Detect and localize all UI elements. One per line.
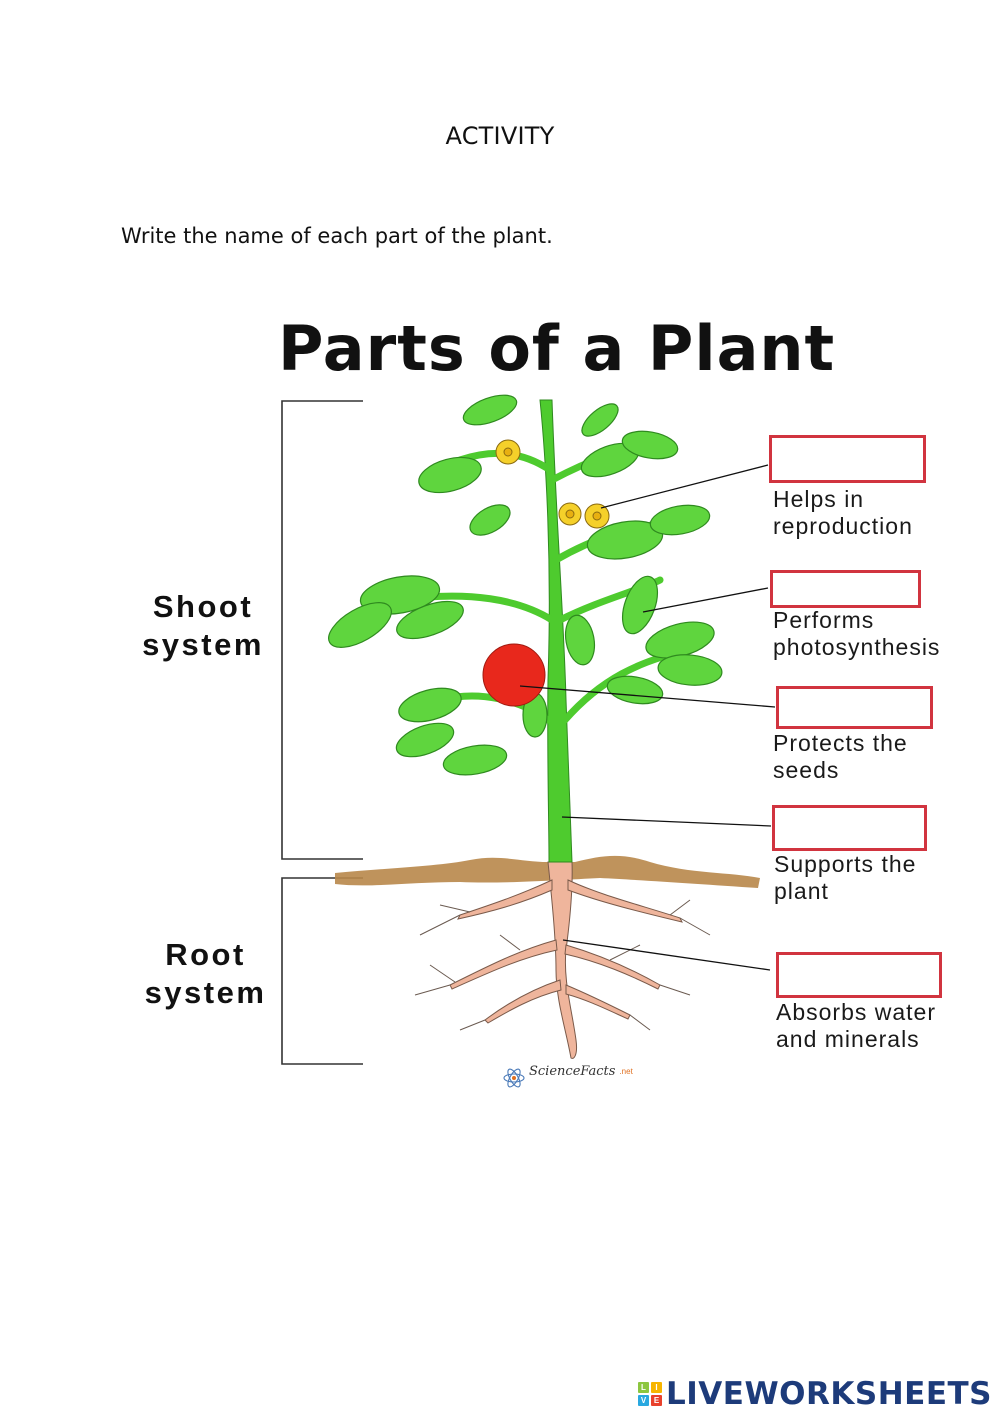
logo-letter-e: E bbox=[651, 1395, 662, 1406]
description-root: Absorbs water and minerals bbox=[776, 999, 937, 1052]
description-stem: Supports the plant bbox=[774, 851, 917, 904]
credit-text: ScienceFacts bbox=[529, 1064, 616, 1079]
atom-icon bbox=[503, 1068, 525, 1088]
credit-tld: .net bbox=[619, 1067, 633, 1076]
answer-box-stem[interactable] bbox=[772, 805, 927, 851]
root-system-label: Root system bbox=[144, 937, 267, 1010]
answer-box-flower[interactable] bbox=[769, 435, 926, 483]
sciencefacts-credit: ScienceFacts .net bbox=[500, 1064, 633, 1079]
flowers bbox=[495, 439, 610, 529]
answer-input-flower[interactable] bbox=[772, 438, 923, 480]
answer-input-root[interactable] bbox=[779, 955, 939, 995]
logo-letter-i: I bbox=[651, 1382, 662, 1393]
fruit-tomato bbox=[482, 643, 546, 707]
live-blocks-icon: L I V E bbox=[638, 1382, 662, 1406]
liveworksheets-logo: L I V E LIVEWORKSHEETS bbox=[638, 1376, 992, 1412]
instruction-text: Write the name of each part of the plant… bbox=[121, 224, 553, 248]
diagram-title: Parts of a Plant bbox=[278, 312, 836, 385]
logo-letter-v: V bbox=[638, 1395, 649, 1406]
root-hairs bbox=[414, 899, 711, 1031]
leaves bbox=[328, 394, 723, 776]
answer-box-leaf[interactable] bbox=[770, 570, 921, 608]
shoot-system-label: Shoot system bbox=[142, 589, 264, 662]
answer-box-fruit[interactable] bbox=[776, 686, 933, 729]
answer-input-stem[interactable] bbox=[775, 808, 924, 848]
roots bbox=[449, 861, 683, 1059]
answer-box-root[interactable] bbox=[776, 952, 942, 998]
activity-title: ACTIVITY bbox=[445, 122, 555, 150]
root-bracket bbox=[281, 877, 363, 1065]
description-flower: Helps in reproduction bbox=[773, 486, 913, 539]
stem bbox=[539, 399, 573, 863]
answer-input-fruit[interactable] bbox=[779, 689, 930, 726]
soil bbox=[335, 855, 760, 888]
liveworksheets-brand: LIVEWORKSHEETS bbox=[666, 1376, 992, 1412]
logo-letter-l: L bbox=[638, 1382, 649, 1393]
leader-lines bbox=[519, 464, 776, 971]
description-leaf: Performs photosynthesis bbox=[773, 607, 941, 660]
shoot-bracket bbox=[281, 400, 363, 860]
answer-input-leaf[interactable] bbox=[773, 573, 918, 605]
description-fruit: Protects the seeds bbox=[773, 730, 908, 783]
